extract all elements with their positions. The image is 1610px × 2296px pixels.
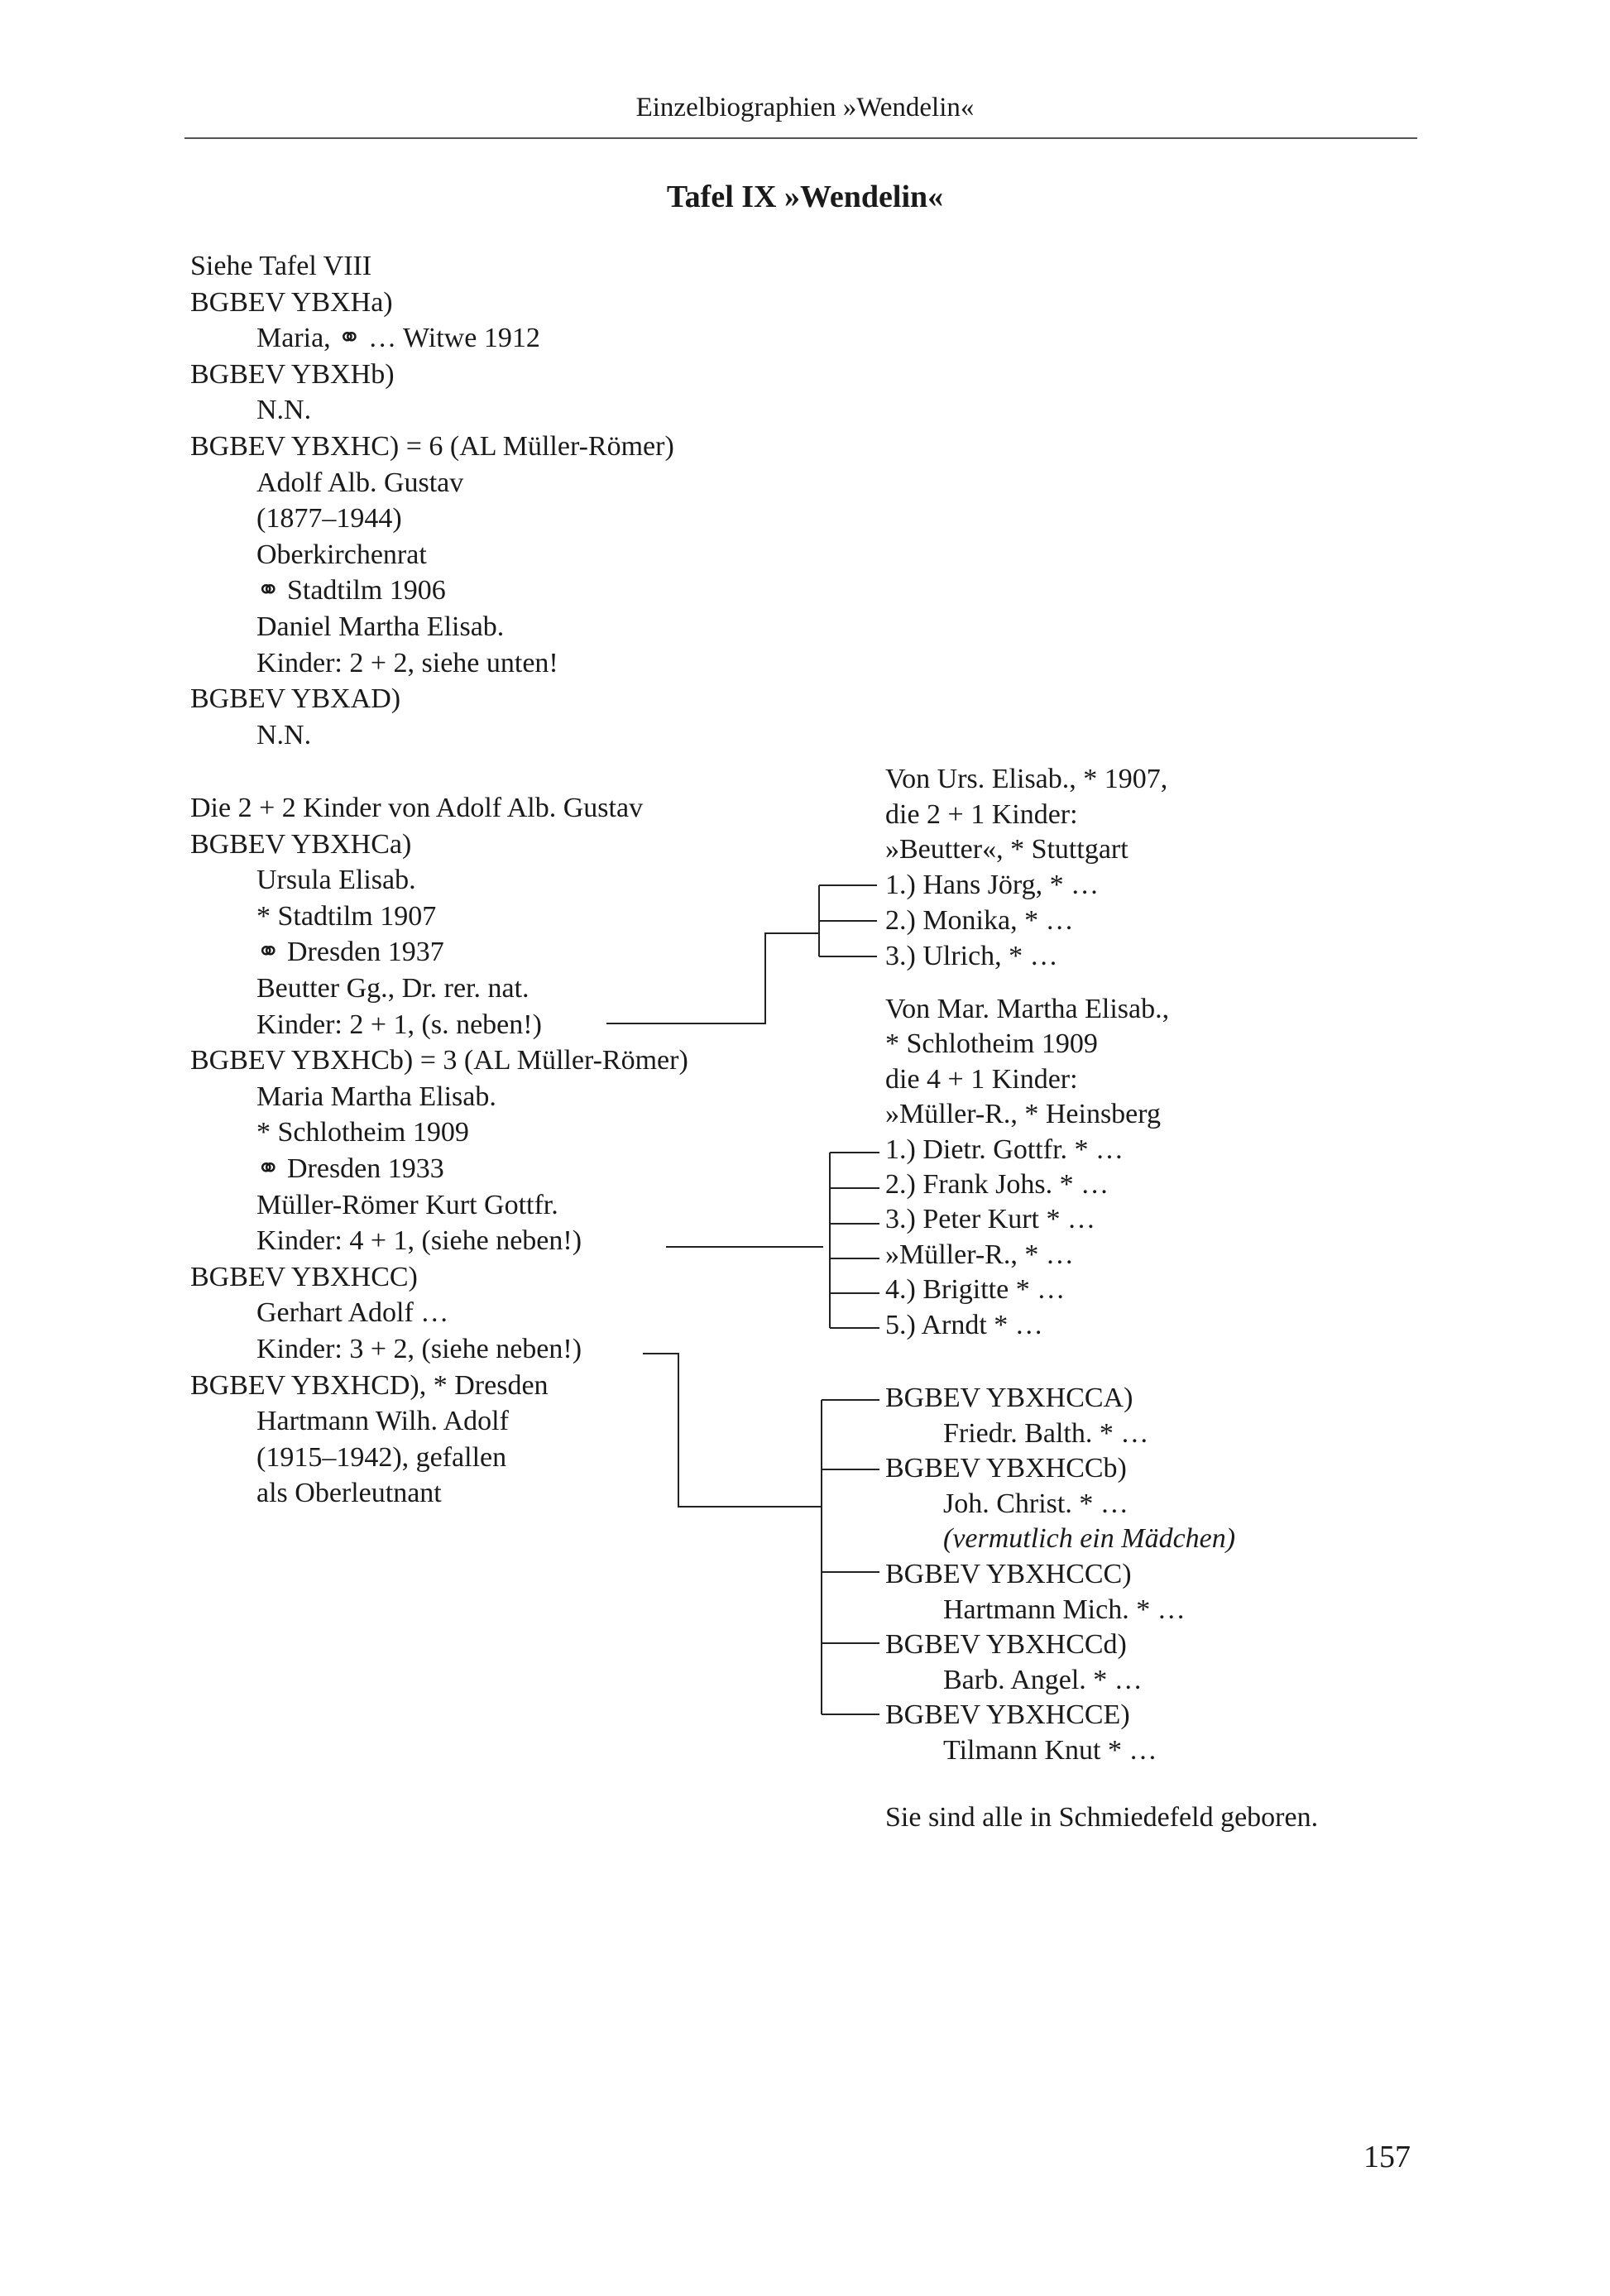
left-column-line: N.N. — [256, 720, 312, 750]
right-column-line: (vermutlich ein Mädchen) — [943, 1523, 1236, 1554]
right-column-line: 2.) Monika, * … — [885, 905, 1074, 936]
page-number: 157 — [1363, 2140, 1411, 2174]
left-column-2-line: als Oberleutnant — [256, 1478, 442, 1508]
right-column-line: Von Urs. Elisab., * 1907, — [885, 764, 1168, 794]
left-column-2-line: Ursula Elisab. — [256, 865, 416, 895]
left-column-2-line: Kinder: 4 + 1, (siehe neben!) — [256, 1225, 582, 1256]
left-column-line: Oberkirchenrat — [256, 539, 427, 570]
left-column-2-line: Maria Martha Elisab. — [256, 1081, 496, 1112]
right-column-line: 1.) Hans Jörg, * … — [885, 870, 1100, 900]
right-column-line: * Schlotheim 1909 — [885, 1028, 1098, 1059]
left-column-line: BGBEV YBXHC) = 6 (AL Müller-Römer) — [190, 431, 674, 462]
bracket-beutter-children — [818, 884, 877, 957]
left-column-line: N.N. — [256, 395, 312, 425]
left-column-2-line: ⚭ Dresden 1937 — [256, 937, 444, 967]
right-column-line: 4.) Brigitte * … — [885, 1274, 1066, 1305]
right-column-line: Barb. Angel. * … — [943, 1665, 1143, 1695]
right-column-line: BGBEV YBXHCCC) — [885, 1559, 1132, 1589]
connector-gerhart — [643, 1353, 822, 1507]
left-column-line: Kinder: 2 + 2, siehe unten! — [256, 648, 558, 678]
left-column-line: Maria, ⚭ … Witwe 1912 — [256, 323, 540, 353]
right-column-line: die 4 + 1 Kinder: — [885, 1064, 1078, 1095]
left-column-2-line: Müller-Römer Kurt Gottfr. — [256, 1190, 558, 1220]
right-column-line: Friedr. Balth. * … — [943, 1418, 1149, 1449]
bracket-mueller-children — [829, 1152, 879, 1329]
right-column-line: BGBEV YBXHCCA) — [885, 1383, 1133, 1413]
connector-ursula — [606, 932, 819, 1024]
left-column-2-line: BGBEV YBXHCa) — [190, 829, 412, 860]
left-column-2-line: BGBEV YBXHCb) = 3 (AL Müller-Römer) — [190, 1045, 688, 1076]
left-column-line: BGBEV YBXHb) — [190, 359, 395, 390]
left-column-line: ⚭ Stadtilm 1906 — [256, 575, 446, 606]
right-column-line: die 2 + 1 Kinder: — [885, 799, 1078, 830]
left-column-2-line: * Stadtilm 1907 — [256, 901, 437, 932]
right-column-line: 1.) Dietr. Gottfr. * … — [885, 1134, 1124, 1165]
right-column-line: BGBEV YBXHCCb) — [885, 1453, 1127, 1484]
left-column-2-line: BGBEV YBXHCC) — [190, 1262, 418, 1292]
left-column-2-line: BGBEV YBXHCD), * Dresden — [190, 1370, 549, 1401]
left-column-2-line: ⚭ Dresden 1933 — [256, 1153, 444, 1184]
right-column-line: »Beutter«, * Stuttgart — [885, 834, 1128, 865]
left-column-2-line: Gerhart Adolf … — [256, 1297, 449, 1328]
left-column-line: Daniel Martha Elisab. — [256, 611, 505, 642]
right-column-line: 2.) Frank Johs. * … — [885, 1169, 1109, 1200]
right-column-line: »Müller-R., * Heinsberg — [885, 1099, 1161, 1129]
left-column-line: BGBEV YBXAD) — [190, 683, 401, 714]
right-column-line: 3.) Peter Kurt * … — [885, 1204, 1096, 1234]
right-column-line: BGBEV YBXHCCE) — [885, 1699, 1130, 1730]
right-column-line: Von Mar. Martha Elisab., — [885, 994, 1170, 1024]
right-column-line: Hartmann Mich. * … — [943, 1594, 1186, 1625]
right-column-line: BGBEV YBXHCCd) — [885, 1629, 1127, 1660]
header-rule — [184, 137, 1417, 139]
right-column-line: 5.) Arndt * … — [885, 1310, 1043, 1340]
left-column-2-line: (1915–1942), gefallen — [256, 1442, 507, 1473]
left-column-2-line: Hartmann Wilh. Adolf — [256, 1406, 509, 1436]
left-column-line: (1877–1944) — [256, 503, 402, 534]
left-column-2-line: * Schlotheim 1909 — [256, 1117, 469, 1148]
left-column-2-line: Die 2 + 2 Kinder von Adolf Alb. Gustav — [190, 793, 644, 823]
right-column-line: Joh. Christ. * … — [943, 1488, 1128, 1519]
left-column-2-line: Kinder: 3 + 2, (siehe neben!) — [256, 1334, 582, 1364]
page-title: Tafel IX »Wendelin« — [666, 180, 944, 214]
left-column-2-line: Kinder: 2 + 1, (s. neben!) — [256, 1009, 542, 1040]
bracket-hartmann-children — [821, 1399, 879, 1715]
running-header: Einzelbiographien »Wendelin« — [635, 93, 975, 122]
left-column-line: BGBEV YBXHa) — [190, 287, 393, 318]
right-column-line: 3.) Ulrich, * … — [885, 941, 1058, 971]
left-column-2-line: Beutter Gg., Dr. rer. nat. — [256, 973, 529, 1004]
left-column-line: Siehe Tafel VIII — [190, 251, 372, 281]
right-column-line: »Müller-R., * … — [885, 1239, 1074, 1270]
right-column-line: Sie sind alle in Schmiedefeld geboren. — [885, 1802, 1319, 1833]
right-column-line: Tilmann Knut * … — [943, 1735, 1157, 1766]
left-column-line: Adolf Alb. Gustav — [256, 467, 464, 498]
